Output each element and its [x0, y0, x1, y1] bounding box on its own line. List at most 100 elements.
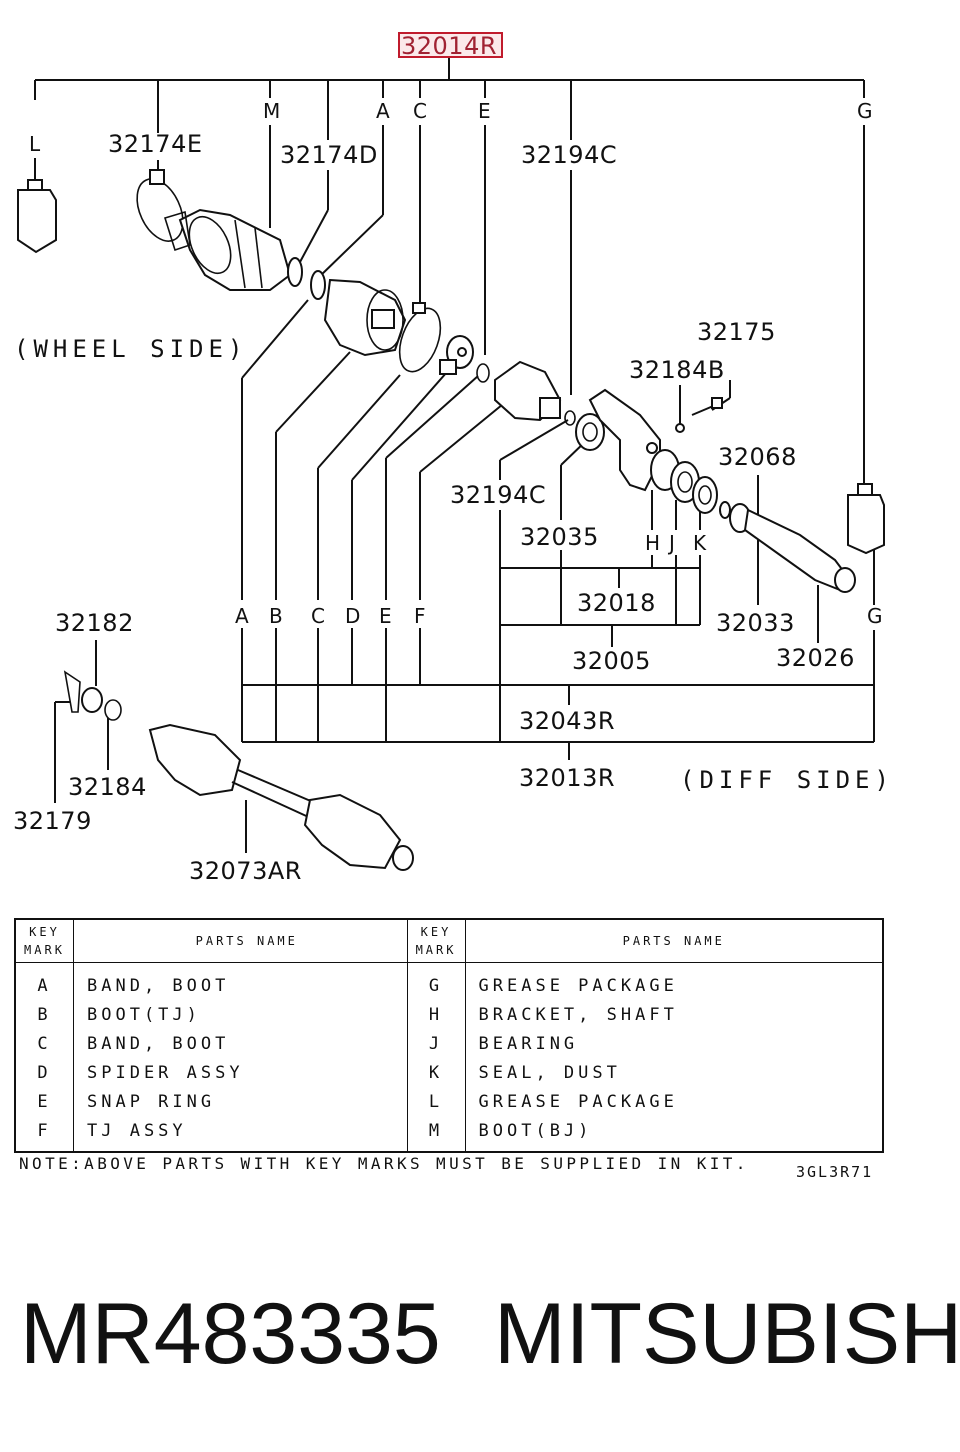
part-name-cell: TJ ASSY [73, 1116, 408, 1152]
table-row: D SPIDER ASSY K SEAL, DUST [15, 1058, 883, 1087]
key-letter-F-bottom: F [414, 604, 426, 628]
part-label-32174E: 32174E [108, 130, 203, 158]
key-mark-cell: B [15, 1000, 74, 1029]
part-label-32194C-top: 32194C [521, 141, 617, 169]
part-label-32182: 32182 [55, 609, 134, 637]
assembly-leader-lines [34, 58, 865, 485]
part-name-cell: GREASE PACKAGE [478, 1091, 678, 1112]
key-letter-M: M [263, 99, 280, 123]
bracket-bolt [675, 397, 723, 433]
part-name-cell: SEAL, DUST [478, 1062, 621, 1083]
cotter-pin-nut-washer [63, 670, 122, 721]
key-letter-A-bottom: A [235, 604, 249, 628]
tj-band [398, 302, 442, 373]
part-label-32043R: 32043R [519, 707, 615, 735]
key-letter-J: J [667, 531, 675, 555]
key-letter-D-bottom: D [345, 604, 360, 628]
key-letter-E-top: E [478, 99, 491, 123]
small-boot-bands [287, 257, 326, 300]
part-label-32184: 32184 [68, 773, 147, 801]
part-name-cell: BOOT(BJ) [478, 1120, 593, 1141]
bearing [650, 449, 700, 503]
part-label-32068: 32068 [718, 443, 797, 471]
part-label-32033: 32033 [716, 609, 795, 637]
parts-name-header-left: PARTS NAME [73, 918, 408, 963]
assembly-number-box[interactable] [398, 32, 503, 58]
table-row: E SNAP RING L GREASE PACKAGE [15, 1087, 883, 1116]
key-letter-C-bottom: C [311, 604, 325, 628]
key-mark-cell: G [407, 962, 466, 1000]
part-label-32035: 32035 [520, 523, 599, 551]
part-name-cell: BOOT(TJ) [73, 1000, 408, 1029]
exploded-parts-diagram: 32014R L M A C E G 32174E 32174D 32194C … [13, 32, 894, 885]
boot-band-bj [136, 169, 184, 242]
product-footer: MR483335 MITSUBISHI [0, 1285, 960, 1395]
grease-package-right [847, 483, 885, 555]
part-label-32018: 32018 [577, 589, 656, 617]
part-name-cell: BAND, BOOT [73, 962, 408, 1000]
key-mark-cell: A [15, 962, 74, 1000]
part-name-cell: GREASE PACKAGE [478, 975, 678, 996]
part-name-cell: BRACKET, SHAFT [478, 1004, 678, 1025]
drawing-code: 3GL3R71 [796, 1163, 874, 1181]
key-mark-cell: D [15, 1058, 74, 1087]
key-mark-cell: C [15, 1029, 74, 1058]
key-mark-cell: F [15, 1116, 74, 1152]
shaft-bracket [588, 388, 661, 492]
tj-boot [323, 278, 407, 357]
parts-name-header-right: PARTS NAME [464, 918, 884, 963]
snap-ring [476, 363, 490, 383]
part-name-cell: BEARING [478, 1033, 579, 1054]
table-row: F TJ ASSY M BOOT(BJ) [15, 1116, 883, 1152]
part-label-32194C-mid: 32194C [450, 481, 546, 509]
key-mark-cell: M [407, 1116, 466, 1152]
part-name-cell: BAND, BOOT [73, 1029, 408, 1058]
key-letter-C-top: C [413, 99, 427, 123]
complete-drive-shaft [148, 723, 414, 871]
key-letter-A-top: A [376, 99, 390, 123]
key-letter-G-top: G [857, 99, 873, 123]
part-label-32179: 32179 [13, 807, 92, 835]
part-name-cell: SNAP RING [73, 1087, 408, 1116]
lower-leader-lines [54, 299, 875, 853]
key-mark-cell: L [407, 1087, 466, 1116]
key-letter-L: L [29, 132, 41, 156]
table-row: B BOOT(TJ) H BRACKET, SHAFT [15, 1000, 883, 1029]
key-mark-cell: K [407, 1058, 466, 1087]
grease-package-left [17, 179, 57, 254]
key-letter-B-bottom: B [269, 604, 283, 628]
inner-shaft [719, 501, 856, 593]
key-mark-cell: J [407, 1029, 466, 1058]
wheel-side-label: (WHEEL SIDE) [14, 335, 247, 363]
key-letter-G-bottom: G [867, 604, 883, 628]
kit-note: NOTE:ABOVE PARTS WITH KEY MARKS MUST BE … [19, 1154, 749, 1173]
part-label-32175: 32175 [697, 318, 776, 346]
part-name-cell: SPIDER ASSY [73, 1058, 408, 1087]
footer-part-number: MR483335 [20, 1286, 441, 1382]
key-letter-E-bottom: E [379, 604, 392, 628]
part-label-32013R: 32013R [519, 764, 615, 792]
key-letter-K: K [693, 531, 707, 555]
key-letter-H: H [645, 531, 660, 555]
dust-seal-right [692, 476, 718, 514]
part-label-32174D: 32174D [280, 141, 378, 169]
part-label-32073AR: 32073AR [189, 857, 302, 885]
spider-assy [439, 335, 474, 375]
part-label-32026: 32026 [776, 644, 855, 672]
key-mark-cell: E [15, 1087, 74, 1116]
assembly-number[interactable]: 32014R [401, 32, 497, 60]
diff-side-label: (DIFF SIDE) [680, 766, 894, 794]
key-mark-cell: H [407, 1000, 466, 1029]
part-label-32184B: 32184B [629, 356, 725, 384]
footer-brand: MITSUBISHI [494, 1286, 960, 1382]
part-label-32005: 32005 [572, 647, 651, 675]
dust-seal-left [575, 413, 605, 451]
tj-assy [494, 360, 576, 426]
table-row: C BAND, BOOT J BEARING [15, 1029, 883, 1058]
table-row: A BAND, BOOT G GREASE PACKAGE [15, 962, 883, 1000]
bj-joint-boot [163, 208, 292, 291]
